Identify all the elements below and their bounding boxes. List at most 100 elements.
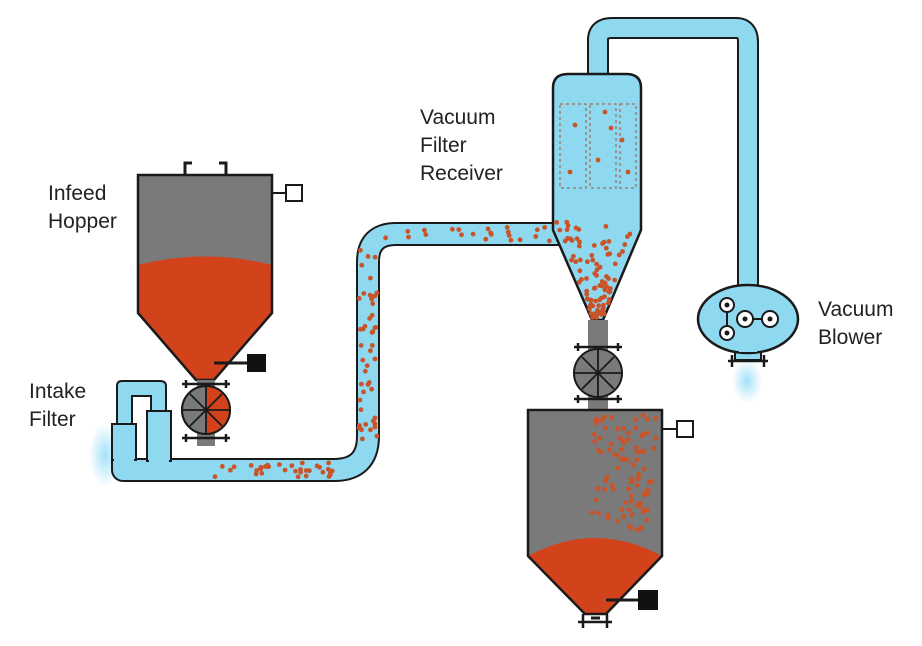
material-particle <box>602 287 608 292</box>
material-particle <box>295 474 301 480</box>
material-particle <box>627 231 633 237</box>
material-particle <box>633 417 638 422</box>
infeed-rotary-valve-icon <box>181 380 231 446</box>
vacuum-filter-receiver <box>551 72 643 322</box>
material-particle <box>629 512 635 518</box>
material-particle <box>600 241 605 247</box>
material-particle <box>637 504 643 509</box>
material-particle <box>483 236 489 242</box>
material-particle <box>369 312 375 318</box>
material-particle <box>597 435 603 441</box>
hopper-actuator-icon <box>247 354 266 372</box>
material-particle <box>594 315 599 320</box>
material-particle <box>299 460 305 466</box>
material-particle <box>298 467 303 472</box>
material-particle <box>629 478 635 484</box>
material-particle <box>368 348 373 354</box>
material-particle <box>622 242 628 247</box>
material-particle <box>591 311 597 317</box>
material-particle <box>585 259 590 265</box>
material-particle <box>612 277 618 283</box>
material-particle <box>573 259 579 265</box>
material-particle <box>593 416 598 422</box>
material-particle <box>587 306 592 312</box>
material-particle <box>615 465 621 471</box>
material-particle <box>374 433 380 439</box>
material-particle <box>620 456 625 461</box>
material-particle <box>596 447 601 453</box>
material-particle <box>405 229 411 234</box>
material-particle <box>358 343 364 348</box>
material-particle <box>609 414 614 420</box>
material-particle <box>603 425 608 431</box>
material-particle <box>325 466 331 472</box>
material-particle <box>372 356 378 362</box>
material-particle <box>365 254 371 259</box>
material-particle <box>422 227 427 233</box>
material-particle <box>641 449 647 454</box>
material-particle <box>599 295 604 301</box>
material-particle <box>607 289 613 295</box>
material-particle <box>357 397 363 403</box>
material-particle <box>567 169 573 175</box>
blower-exhaust-glow <box>732 359 762 403</box>
material-particle <box>326 474 332 479</box>
material-particle <box>596 303 602 309</box>
material-particle <box>248 463 254 468</box>
material-particle <box>606 297 612 302</box>
material-particle <box>634 527 640 533</box>
material-particle <box>643 491 649 497</box>
material-particle <box>592 271 598 276</box>
material-particle <box>326 460 331 466</box>
material-particles <box>212 109 659 533</box>
infeed-hopper <box>136 161 303 382</box>
material-particle <box>602 109 608 115</box>
material-particle <box>372 325 378 331</box>
material-particle <box>621 440 627 446</box>
material-particle <box>372 424 378 430</box>
material-particle <box>372 293 378 299</box>
material-particle <box>600 309 606 315</box>
material-particle <box>263 464 269 469</box>
material-particle <box>361 291 367 296</box>
bin-level-sensor-icon <box>676 420 694 438</box>
material-particle <box>356 296 362 301</box>
material-particle <box>593 497 599 503</box>
material-particle <box>231 464 237 470</box>
material-particle <box>577 239 582 245</box>
material-particle <box>579 277 584 282</box>
material-particle <box>621 426 626 431</box>
material-particle <box>368 427 373 433</box>
material-particle <box>329 468 335 474</box>
material-particle <box>625 169 631 175</box>
material-particle <box>361 389 366 395</box>
material-particle <box>610 486 616 492</box>
material-particle <box>470 231 476 237</box>
vacuum-line <box>587 17 759 300</box>
material-particle <box>599 283 605 289</box>
material-particle <box>640 509 646 515</box>
material-particle <box>603 245 609 251</box>
material-particle <box>614 452 620 458</box>
hopper-level-sensor-icon <box>285 184 303 202</box>
material-particle <box>626 430 631 436</box>
material-particle <box>574 236 580 242</box>
material-particle <box>584 288 590 294</box>
material-particle <box>277 462 282 467</box>
material-particle <box>619 137 625 143</box>
material-particle <box>359 381 364 387</box>
material-particle <box>595 307 600 313</box>
material-particle <box>653 435 658 441</box>
material-particle <box>317 464 322 470</box>
material-particle <box>488 230 494 236</box>
material-particle <box>599 417 605 423</box>
material-particle <box>228 467 233 473</box>
material-particle <box>641 466 647 472</box>
material-particle <box>602 414 607 420</box>
material-particle <box>542 225 547 230</box>
material-particle <box>589 253 595 258</box>
material-particle <box>554 220 560 225</box>
material-particle <box>629 498 635 504</box>
material-particle <box>506 233 512 238</box>
